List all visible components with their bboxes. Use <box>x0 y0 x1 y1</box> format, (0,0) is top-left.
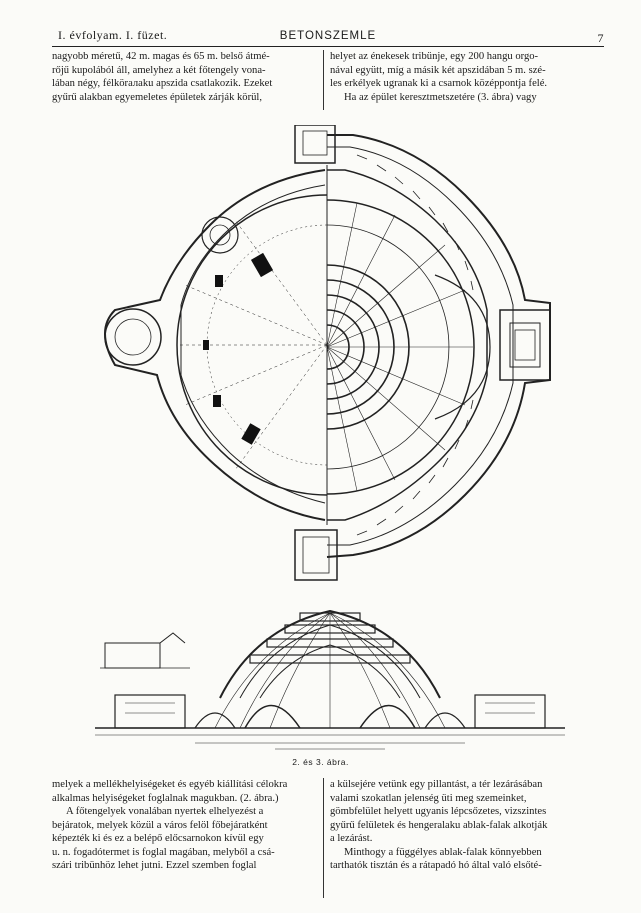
text-line: képezték ki és ez a belépő előcsarnokon … <box>52 833 264 844</box>
text-column-top-right: helyet az énekesek tribünje, egy 200 han… <box>330 50 602 104</box>
figure-caption: 2. és 3. ábra. <box>292 757 349 767</box>
column-rule-top <box>323 50 324 110</box>
journal-title: BETONSZEMLE <box>279 30 377 42</box>
floor-plan-drawing <box>104 125 551 581</box>
text-line: alkalmas helyiségeket foglalnak magukban… <box>52 792 279 804</box>
text-column-top-left: nagyobb méretű, 42 m. magas és 65 m. bel… <box>52 50 317 104</box>
running-header: I. évfolyam. I. füzet. BETONSZEMLE 7 <box>52 26 604 47</box>
text-line: valami szokatlan jelenség üti meg szemei… <box>330 792 527 804</box>
page-number: 7 <box>597 31 604 45</box>
text-line: a külsejére vetünk egy pillantást, a tér… <box>330 779 543 790</box>
text-line: tarthatók tisztán és a rátapadó hó által… <box>330 860 542 871</box>
text-column-bottom-right: a külsejére vetünk egy pillantást, a tér… <box>330 778 602 873</box>
text-line: gömbfelület helyett ugyanis lépcsőzetes,… <box>330 806 547 817</box>
text-line: gyűrű alakban egyemeletes épületek zárjá… <box>52 91 263 103</box>
text-column-bottom-left: melyek a mellékhelyiségeket és egyéb kiá… <box>52 778 317 873</box>
column-rule-bottom <box>323 778 324 898</box>
text-line: u. n. fogadótermet is foglal magában, me… <box>52 846 275 858</box>
text-line: gyűrű felületek és hengeralaku ablak-fal… <box>330 819 548 831</box>
text-line: a lezárást. <box>330 833 373 844</box>
text-line: bejáratok, melyek közül a város felöl fő… <box>52 819 268 831</box>
text-line: lában négy, félkörалaku apszida csatlako… <box>52 78 273 89</box>
text-line: helyet az énekesek tribünje, egy 200 han… <box>330 51 539 62</box>
text-line: nával együtt, míg a másik két apszidában… <box>330 64 546 76</box>
text-line: Ha az épület keresztmetszetére (3. ábra)… <box>344 91 537 103</box>
text-line: nagyobb méretű, 42 m. magas és 65 m. bel… <box>52 51 270 62</box>
text-line: les erkélyek ugranak ki a csarnok középp… <box>330 78 548 89</box>
text-line: melyek a mellékhelyiségeket és egyéb kiá… <box>52 779 288 790</box>
volume-label: I. évfolyam. I. füzet. <box>58 28 168 42</box>
text-line: szári tribünhöz lehet jutni. Ezzel szemb… <box>52 860 257 871</box>
text-line: A főtengelyek vonalában nyertek elhelyez… <box>66 806 264 817</box>
text-line: Minthogy a függélyes ablak-falak könnyeb… <box>344 846 542 858</box>
cross-section-drawing <box>95 609 565 750</box>
text-line: rőjű kupolából áll, amelyhez a két főten… <box>52 64 266 76</box>
